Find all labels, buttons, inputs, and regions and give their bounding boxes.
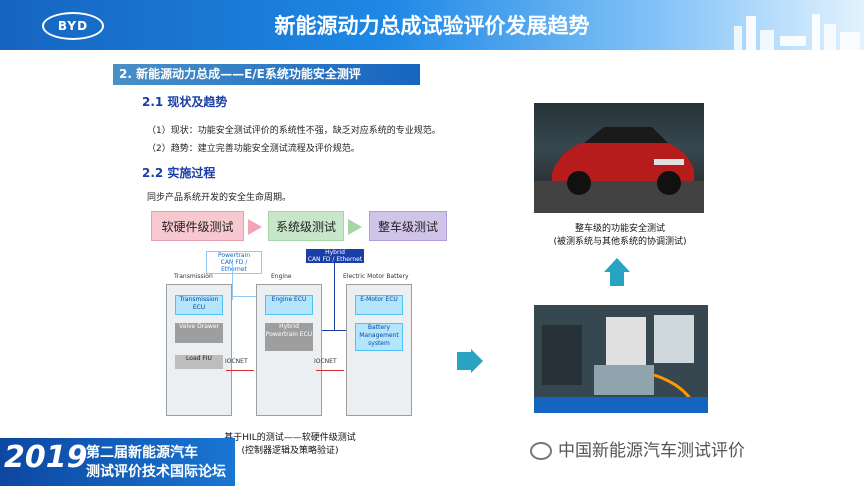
- process-intro: 同步产品系统开发的安全生命周期。: [147, 190, 291, 203]
- vehicle-caption: 整车级的功能安全测试 (被测系统与其他系统的协调测试): [520, 223, 720, 249]
- status-heading: 2.1 现状及趋势: [142, 93, 227, 110]
- arrow-head: [471, 349, 483, 373]
- vehicle-caption-sub: (被测系统与其他系统的协调测试): [520, 236, 720, 249]
- system-test-photo: [534, 305, 708, 413]
- watermark-text: 中国新能源汽车测试评价: [558, 441, 745, 461]
- stage-vehicle: 整车级测试: [369, 211, 447, 241]
- vehicle-caption-title: 整车级的功能安全测试: [520, 223, 720, 236]
- bus-label-hybrid: Hybrid CAN FD / Ethernet: [306, 249, 364, 263]
- rack-title-engine: Engine: [271, 273, 292, 280]
- header-bar: BYD 新能源动力总成试验评价发展趋势: [0, 0, 864, 50]
- rack-box: Valve Drawer: [175, 323, 223, 343]
- event-line-1: 第二届新能源汽车: [86, 442, 198, 462]
- event-logo: 2019 第二届新能源汽车 测试评价技术国际论坛: [0, 438, 235, 486]
- link-arrow: [226, 370, 254, 371]
- iocnet-label: IOCNET: [314, 358, 337, 365]
- rack-box: Engine ECU: [265, 295, 313, 315]
- city-skyline-icon: [724, 6, 864, 50]
- arrow-right-icon: [348, 219, 362, 235]
- rack-box: Load FIU: [175, 355, 223, 369]
- rack-motor-battery: E-Motor ECU Battery Management system: [346, 284, 412, 416]
- rack-box: Hybrid Powertrain ECU: [265, 323, 313, 351]
- rack-box: Battery Management system: [355, 323, 403, 351]
- process-heading: 2.2 实施过程: [142, 164, 215, 181]
- rack-box: E-Motor ECU: [355, 295, 403, 315]
- red-car-image: [534, 103, 704, 213]
- status-line-2: （2）趋势：建立完善功能安全测试流程及评价规范。: [147, 141, 360, 154]
- bus-line: [232, 262, 233, 300]
- arrow-right-icon: [457, 352, 471, 370]
- section-title: 2. 新能源动力总成——E/E系统功能安全测评: [113, 64, 420, 85]
- test-bench-image: [534, 305, 708, 413]
- event-line-2: 测试评价技术国际论坛: [86, 461, 226, 481]
- vehicle-test-photo: [534, 103, 704, 213]
- bus-label-powertrain: Powertrain CAN FD / Ethernet: [206, 251, 262, 274]
- arrow-right-icon: [248, 219, 262, 235]
- status-line-1: （1）现状：功能安全测试评价的系统性不强，缺乏对应系统的专业规范。: [147, 123, 441, 136]
- arrow-head: [604, 258, 630, 272]
- stage-software-hardware: 软硬件级测试: [151, 211, 244, 241]
- rack-box: Transmission ECU: [175, 295, 223, 315]
- stage-system: 系统级测试: [268, 211, 344, 241]
- event-year: 2019: [4, 440, 88, 475]
- bus-line: [334, 262, 335, 330]
- rack-title-motor-battery: Electric Motor Battery: [343, 273, 409, 280]
- wechat-icon: [530, 442, 552, 460]
- rack-engine: Engine ECU Hybrid Powertrain ECU: [256, 284, 322, 416]
- rack-transmission: Transmission ECU Valve Drawer Load FIU: [166, 284, 232, 416]
- iocnet-label: IOCNET: [225, 358, 248, 365]
- arrow-up-icon: [610, 272, 624, 286]
- rack-title-transmission: Transmission: [174, 273, 213, 280]
- watermark: 中国新能源汽车测试评价: [530, 436, 745, 461]
- link-arrow: [316, 370, 344, 371]
